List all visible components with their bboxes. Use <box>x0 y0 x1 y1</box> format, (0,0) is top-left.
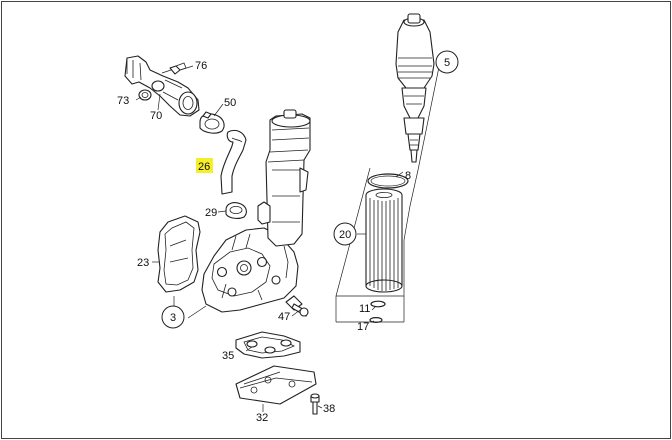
callout-35[interactable]: 35 <box>222 350 234 362</box>
callout-3[interactable]: 3 <box>170 312 176 324</box>
callout-circle-20 <box>333 222 357 246</box>
o-ring-part-17[interactable] <box>369 317 383 324</box>
callout-11[interactable]: 11 <box>359 303 370 315</box>
callout-20[interactable]: 20 <box>339 229 351 241</box>
seal-ring-part-73[interactable] <box>138 89 152 101</box>
callout-17[interactable]: 17 <box>357 321 369 333</box>
filter-cap-part-5[interactable] <box>395 13 435 163</box>
filter-element-part-20[interactable] <box>365 188 403 293</box>
connector-part-70[interactable] <box>124 55 200 117</box>
callout-8[interactable]: 8 <box>405 170 411 182</box>
bolt-part-38[interactable] <box>310 393 320 415</box>
bracket-line-5 <box>335 61 441 323</box>
leader-lines <box>135 65 404 412</box>
gasket-set-part-35[interactable] <box>235 331 301 359</box>
callout-50[interactable]: 50 <box>224 97 236 109</box>
oil-filter-housing-part-3[interactable] <box>201 109 311 313</box>
callout-26[interactable]: 26 <box>198 161 210 173</box>
callout-73[interactable]: 73 <box>117 95 129 107</box>
highlight-26 <box>196 158 213 173</box>
callout-23[interactable]: 23 <box>137 257 149 269</box>
callout-5[interactable]: 5 <box>444 57 450 69</box>
callout-76[interactable]: 76 <box>195 60 207 72</box>
bracket-line-3 <box>173 296 207 319</box>
clamp-part-29[interactable] <box>225 202 247 219</box>
gasket-part-23[interactable] <box>157 215 201 293</box>
callout-circle-5 <box>435 50 459 74</box>
callout-29[interactable]: 29 <box>205 207 217 219</box>
callout-circle-3 <box>161 305 185 329</box>
o-ring-part-8[interactable] <box>367 173 409 189</box>
callout-38[interactable]: 38 <box>323 403 335 415</box>
bolt-part-76[interactable] <box>161 62 187 75</box>
hose-part-26[interactable] <box>220 129 247 195</box>
clamp-part-50[interactable] <box>199 111 225 134</box>
o-ring-part-11[interactable] <box>370 300 386 308</box>
callout-47[interactable]: 47 <box>278 311 290 323</box>
oil-cooler-part-32[interactable] <box>235 365 317 405</box>
callout-70[interactable]: 70 <box>150 110 162 122</box>
callout-32[interactable]: 32 <box>256 412 268 424</box>
